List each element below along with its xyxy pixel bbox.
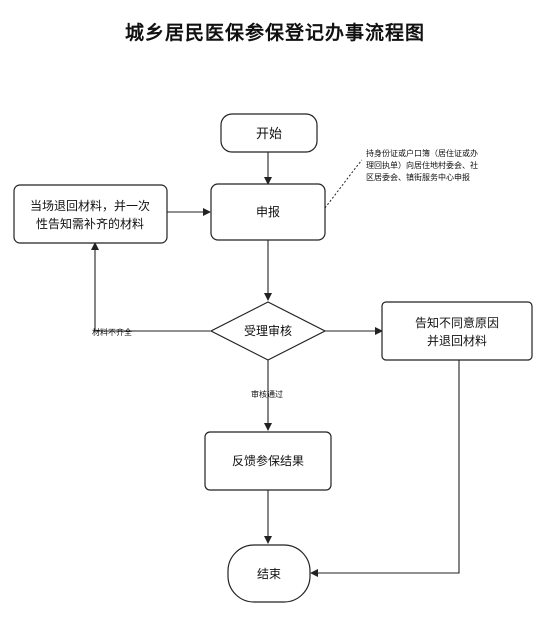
edge-review-return — [91, 242, 210, 332]
node-start — [220, 113, 318, 153]
note-line-3: 区居委会、镇街服务中心申报 — [366, 172, 470, 182]
page-title: 城乡居民医保参保登记办事流程图 — [124, 22, 425, 44]
node-start-label: 开始 — [256, 127, 282, 142]
node-end-label: 结束 — [257, 567, 281, 581]
node-return-label-1: 当场退回材料，并一次 — [30, 199, 150, 213]
node-review-label: 受理审核 — [244, 323, 292, 338]
node-review — [209, 301, 327, 361]
node-return-label-2: 性告知需补齐的材料 — [36, 216, 144, 231]
note-line-1: 持身份证或户口簿（居住证或办 — [366, 148, 478, 158]
node-reject-label-1: 告知不同意原因 — [415, 315, 499, 330]
node-feedback-label: 反馈参保结果 — [232, 453, 304, 468]
node-end — [227, 544, 311, 603]
node-return — [13, 184, 168, 244]
note-connector — [324, 159, 363, 209]
edge-reject-end — [310, 360, 460, 577]
node-reject-label-2: 并退回材料 — [427, 334, 487, 348]
note-line-2: 理回执单）向居住地村委会、社 — [366, 160, 478, 170]
node-reject — [381, 301, 533, 361]
node-declare — [210, 183, 326, 241]
edge-label-approved: 审核通过 — [251, 389, 283, 399]
edge-label-incomplete: 材料不齐全 — [92, 327, 132, 337]
node-feedback — [204, 431, 332, 491]
node-declare-label: 申报 — [256, 204, 280, 219]
